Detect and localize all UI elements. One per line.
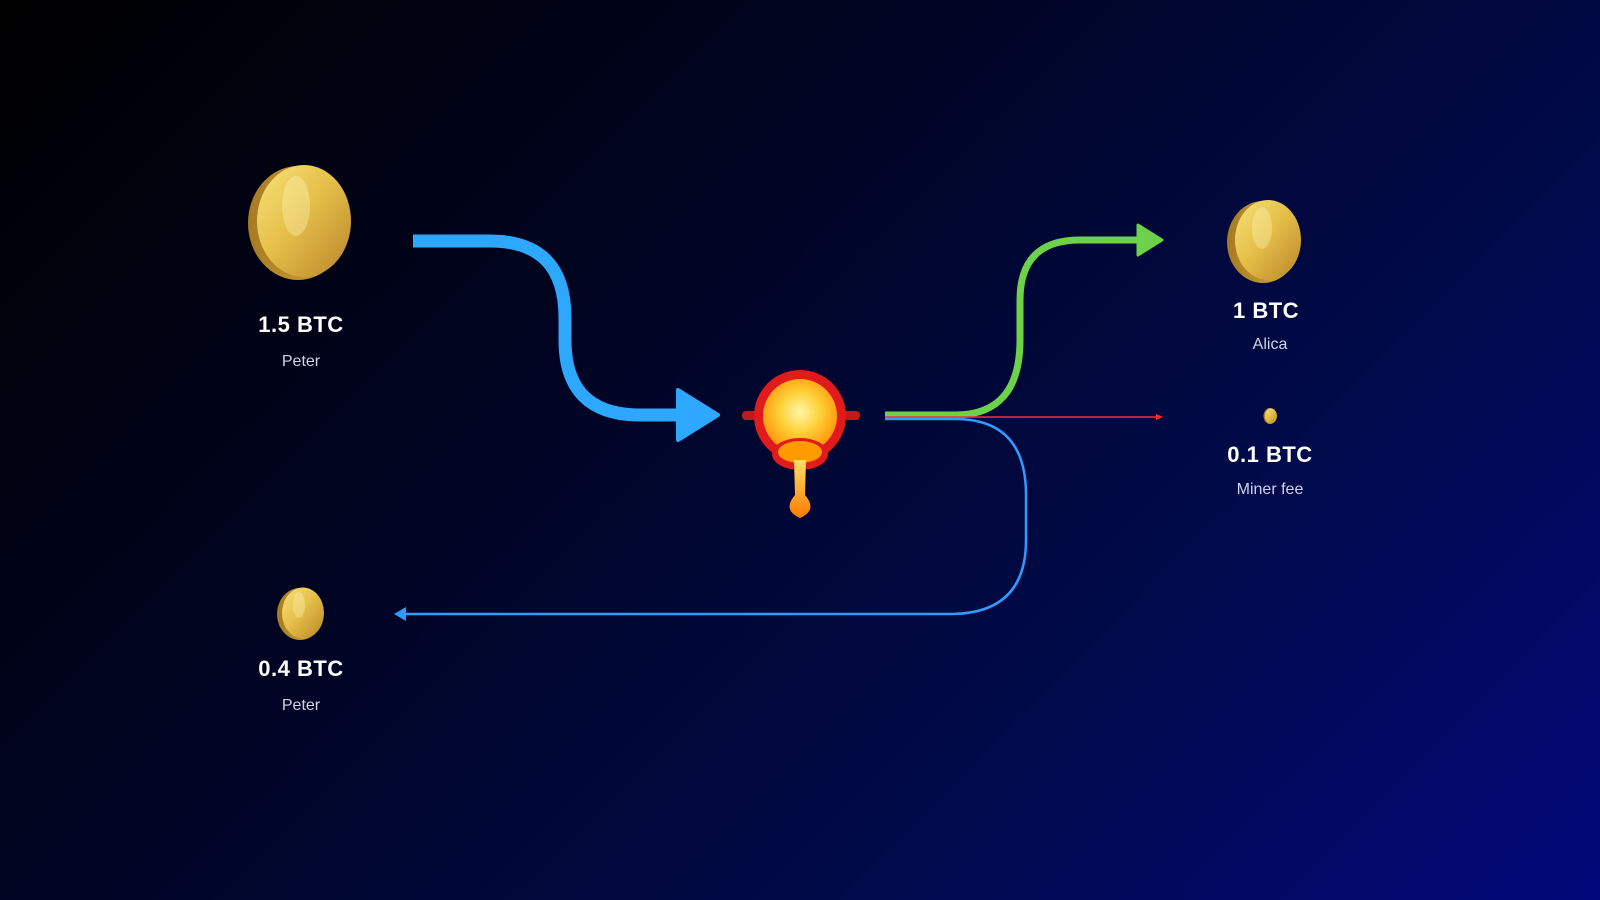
change-arrow [394,417,1028,621]
miner-fee-owner-label: Miner fee [1236,481,1304,498]
input-owner-label: Peter [281,353,321,370]
coin-icon-input-peter [248,165,351,280]
output-alica-owner-label: Alica [1252,336,1288,353]
coin-icon-change-peter [277,587,324,640]
melting-crucible-icon [742,370,860,518]
coin-icon-miner-fee [1263,408,1277,424]
change-amount-label: 0.4 BTC [258,656,344,681]
fee-arrow [885,414,1163,420]
change-owner-label: Peter [281,697,321,714]
coin-icon-output-alica [1227,200,1301,283]
recipient-arrow [885,223,1164,419]
input-amount-label: 1.5 BTC [258,312,344,337]
input-arrow [413,234,720,442]
miner-fee-amount-label: 0.1 BTC [1227,442,1313,467]
output-alica-amount-label: 1 BTC [1232,298,1300,323]
